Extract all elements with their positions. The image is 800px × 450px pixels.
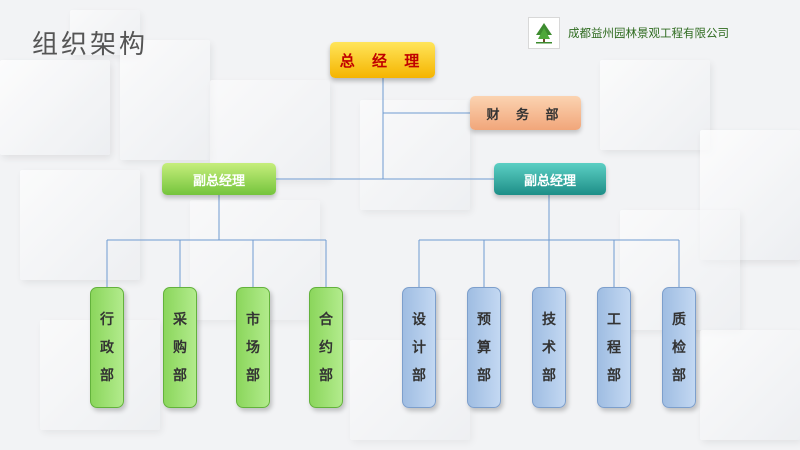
company-name: 成都益州园林景观工程有限公司 (568, 26, 729, 40)
dept-box-purchasing: 采购部 (163, 287, 197, 408)
vice-gm-left-box: 副总经理 (162, 163, 276, 195)
finance-dept-box: 财 务 部 (470, 96, 581, 130)
dept-label: 采购部 (173, 311, 187, 384)
dept-box-budget: 预算部 (467, 287, 501, 408)
dept-box-technical: 技术部 (532, 287, 566, 408)
dept-box-engineering: 工程部 (597, 287, 631, 408)
dept-label: 预算部 (477, 311, 491, 384)
dept-box-contracts: 合约部 (309, 287, 343, 408)
dept-label: 技术部 (542, 311, 556, 384)
dept-label: 质检部 (672, 311, 686, 384)
page-title: 组织架构 (32, 30, 149, 60)
dept-box-design: 设计部 (402, 287, 436, 408)
dept-label: 合约部 (319, 311, 333, 384)
dept-label: 设计部 (412, 311, 426, 384)
dept-label: 市场部 (246, 311, 260, 384)
dept-label: 工程部 (607, 311, 621, 384)
dept-box-qc: 质检部 (662, 287, 696, 408)
general-manager-box: 总 经 理 (330, 42, 435, 78)
dept-label: 行政部 (100, 311, 114, 384)
dept-box-admin: 行政部 (90, 287, 124, 408)
tree-logo-icon (528, 17, 560, 49)
company-header: 成都益州园林景观工程有限公司 (528, 17, 729, 49)
dept-box-marketing: 市场部 (236, 287, 270, 408)
vice-gm-right-box: 副总经理 (494, 163, 606, 195)
